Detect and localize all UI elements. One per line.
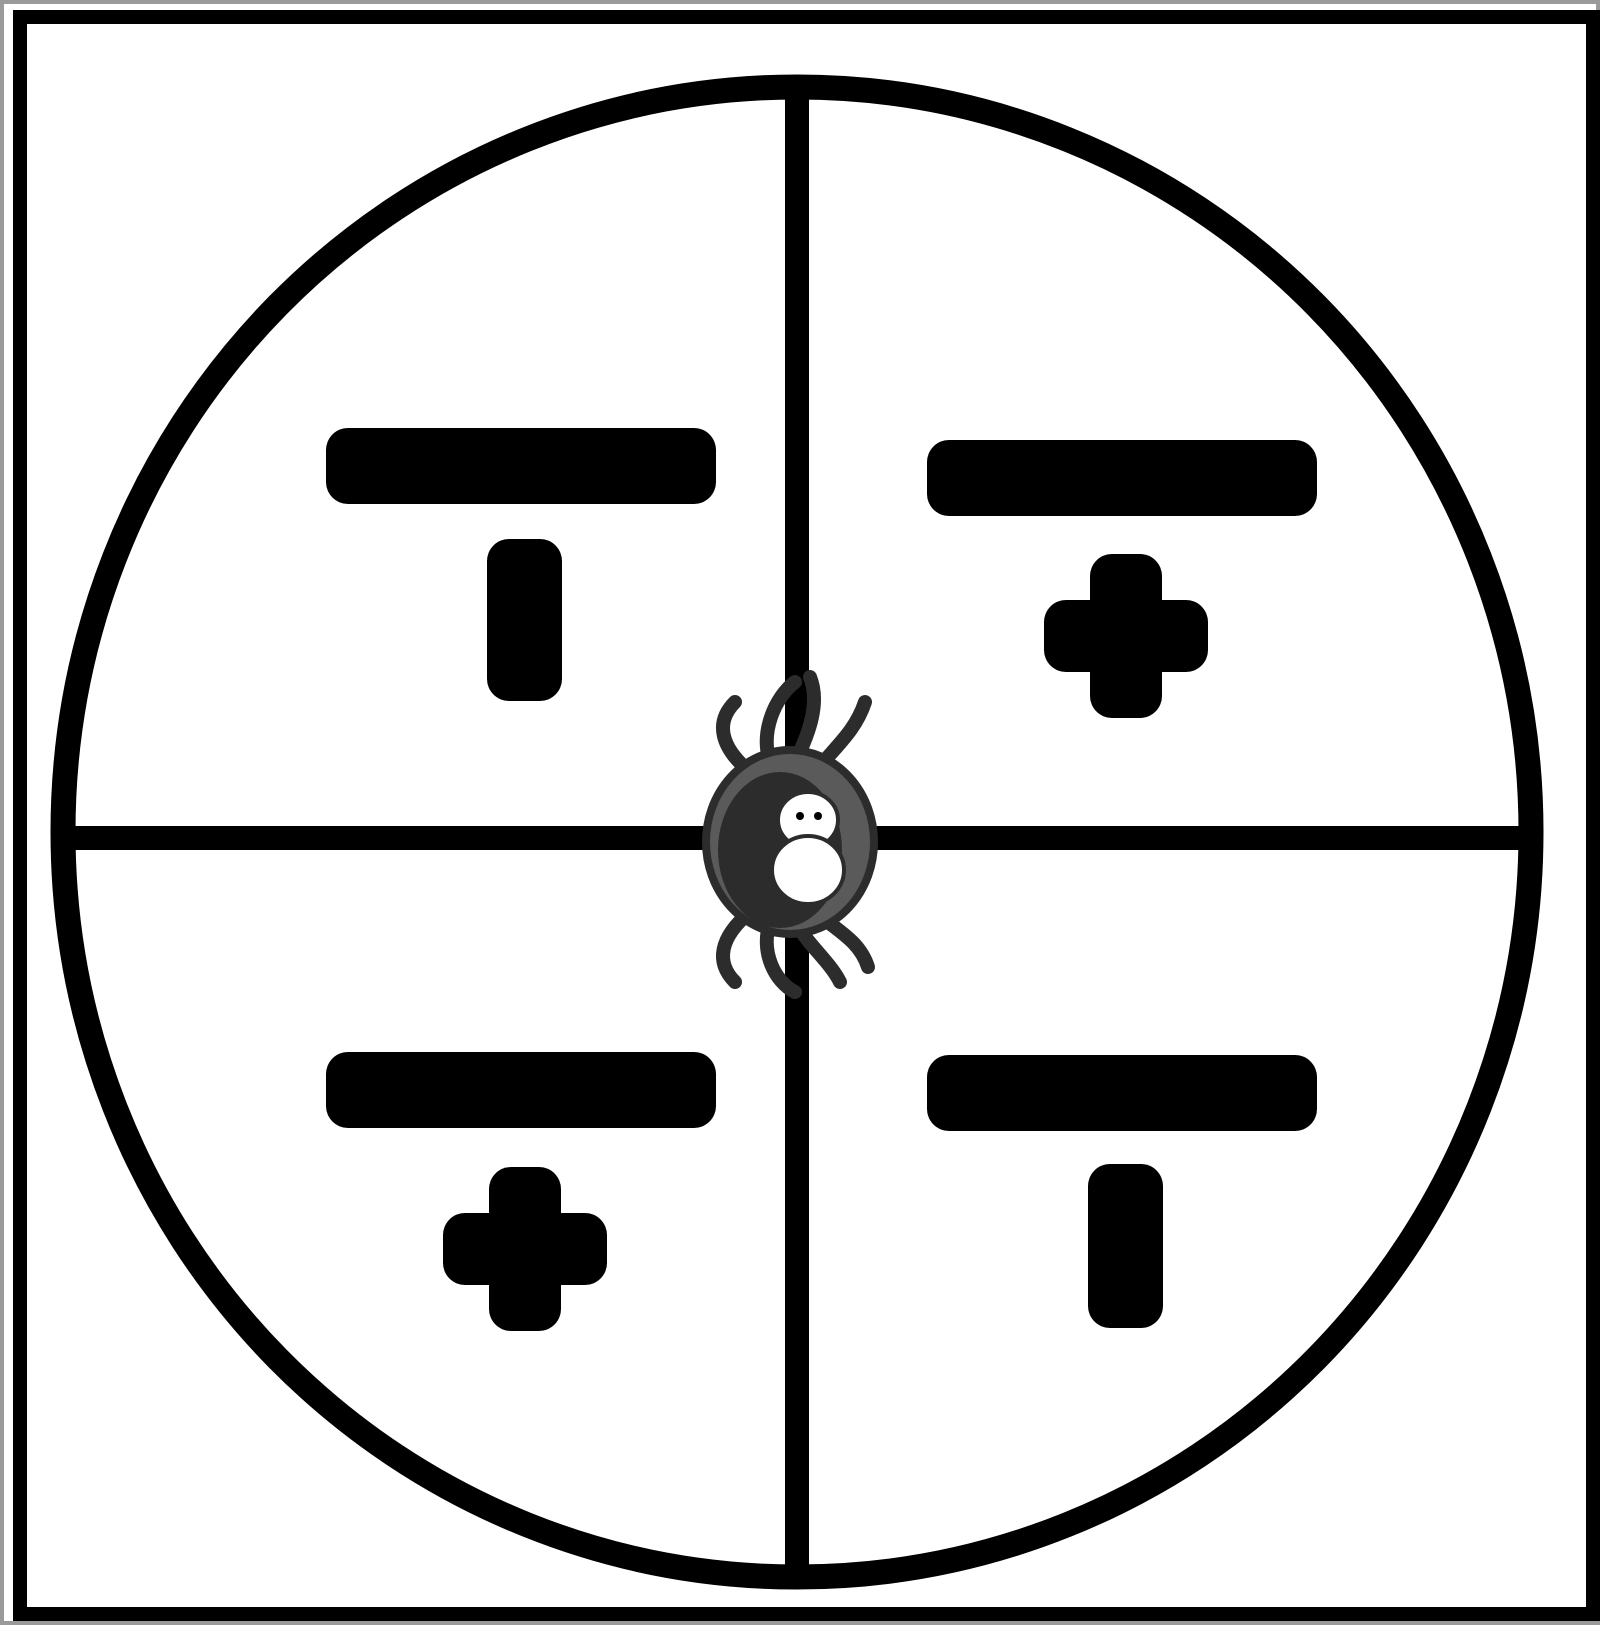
- minus-bar-icon: [326, 428, 716, 504]
- vertical-bar-icon: [487, 539, 562, 701]
- plus-icon: [1044, 554, 1208, 718]
- section-bottom-left: [326, 1052, 716, 1331]
- plus-icon: [443, 1167, 607, 1331]
- minus-bar-icon: [326, 1052, 716, 1128]
- minus-bar-icon: [927, 1055, 1317, 1131]
- vertical-bar-icon: [1088, 1164, 1163, 1328]
- section-top-left: [326, 428, 716, 701]
- minus-bar-icon: [927, 440, 1317, 516]
- section-bottom-right: [927, 1055, 1317, 1328]
- section-top-right: [927, 440, 1317, 718]
